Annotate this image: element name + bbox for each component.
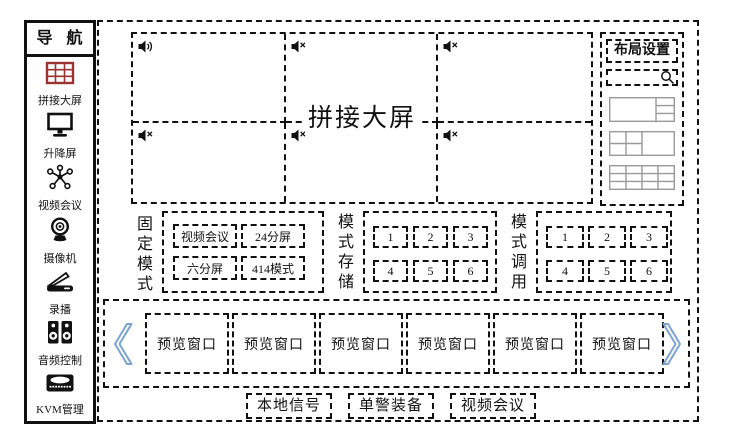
preview-window-4[interactable]: 预览窗口: [406, 313, 490, 374]
mode-recall-button-3[interactable]: 3: [630, 226, 668, 248]
sidebar-item-camera[interactable]: 摄像机: [44, 217, 77, 266]
volume-on-icon[interactable]: [138, 40, 154, 53]
sidebar-item-video-wall[interactable]: 拼接大屏: [38, 61, 82, 108]
lift-screen-icon: [45, 112, 75, 143]
sidebar-item-lift-screen[interactable]: 升降屏: [44, 112, 77, 161]
mode-recall-button-1[interactable]: 1: [546, 226, 584, 248]
mode-recall-button-5[interactable]: 5: [588, 260, 626, 282]
layout-thumbnail-full-grid[interactable]: [608, 164, 675, 191]
layout-search-box[interactable]: [606, 69, 678, 86]
preview-window-2[interactable]: 预览窗口: [232, 313, 316, 374]
scroll-left-chevron-icon[interactable]: [112, 322, 134, 366]
mode-recall-button-6[interactable]: 6: [630, 260, 668, 282]
tab-local-signal[interactable]: 本地信号: [246, 393, 332, 419]
sidebar-item-label: 升降屏: [43, 147, 77, 160]
fixed-mode-button-6-split[interactable]: 六分屏: [173, 256, 237, 280]
preview-window-6[interactable]: 预览窗口: [580, 313, 664, 374]
preview-window-3[interactable]: 预览窗口: [319, 313, 403, 374]
sidebar-item-label: 拼接大屏: [38, 94, 82, 107]
wall-cell-6[interactable]: [438, 123, 591, 202]
sidebar-item-label: 音频控制: [38, 355, 82, 368]
mode-store-button-1[interactable]: 1: [373, 226, 408, 248]
wall-cell-5[interactable]: [286, 123, 439, 202]
mode-store-button-5[interactable]: 5: [413, 260, 448, 282]
layout-thumbnail-grid-left[interactable]: [608, 130, 675, 157]
layout-thumbnails: [602, 96, 682, 191]
layout-settings-title: 布局设置: [606, 39, 678, 63]
sidebar-item-video-conference[interactable]: 视频会议: [38, 164, 82, 213]
scroll-right-chevron-icon[interactable]: [661, 322, 683, 366]
video-wall-grid-icon: [45, 61, 75, 90]
mode-store-button-2[interactable]: 2: [413, 226, 448, 248]
preview-window-1[interactable]: 预览窗口: [145, 313, 229, 374]
mode-store-label: 模式存储: [335, 213, 352, 293]
mode-store-button-6[interactable]: 6: [453, 260, 488, 282]
sidebar-item-audio-control[interactable]: 音频控制: [38, 320, 82, 368]
preview-strip: 预览窗口 预览窗口 预览窗口 预览窗口 预览窗口 预览窗口: [103, 299, 690, 388]
sidebar-nav: 导 航 拼接大屏: [24, 20, 96, 424]
wall-cell-1[interactable]: [133, 34, 286, 124]
fixed-mode-group: 视频会议 24分屏 六分屏 414模式: [162, 211, 324, 293]
sidebar-item-label: KVM管理: [36, 404, 84, 417]
wall-cell-3[interactable]: [438, 34, 591, 124]
layout-thumbnail-big-left[interactable]: [608, 96, 675, 123]
mode-store-button-3[interactable]: 3: [453, 226, 488, 248]
video-wall-grid: 拼接大屏: [131, 32, 593, 204]
audio-control-icon: [45, 320, 75, 350]
fixed-mode-button-24-split[interactable]: 24分屏: [241, 224, 305, 248]
mode-recall-label: 模式调用: [508, 213, 525, 293]
volume-muted-icon[interactable]: [138, 129, 154, 142]
mode-recall-button-4[interactable]: 4: [546, 260, 584, 282]
volume-muted-icon[interactable]: [291, 40, 307, 53]
mode-recall-button-2[interactable]: 2: [588, 226, 626, 248]
tab-video-conference[interactable]: 视频会议: [450, 393, 536, 419]
mode-recall-group: 1 2 3 4 5 6: [536, 211, 672, 293]
sidebar-item-label: 录播: [49, 303, 71, 316]
kvm-keyboard-icon: [45, 372, 75, 399]
sidebar-items: 拼接大屏 升降屏: [27, 57, 93, 421]
fixed-mode-label: 固定模式: [134, 215, 151, 295]
volume-muted-icon[interactable]: [443, 129, 459, 142]
sidebar-item-kvm[interactable]: KVM管理: [36, 372, 84, 417]
volume-muted-icon[interactable]: [291, 129, 307, 142]
volume-muted-icon[interactable]: [443, 40, 459, 53]
sidebar-title: 导 航: [27, 23, 93, 57]
recording-icon: [45, 270, 75, 299]
tab-police-equipment[interactable]: 单警装备: [348, 393, 434, 419]
fixed-mode-button-414[interactable]: 414模式: [241, 256, 305, 280]
sidebar-item-label: 视频会议: [38, 200, 82, 213]
layout-search-input[interactable]: [609, 71, 665, 84]
wall-cell-4[interactable]: [133, 123, 286, 202]
search-magnifier-icon: [660, 70, 675, 85]
preview-window-5[interactable]: 预览窗口: [493, 313, 577, 374]
video-wall-title: 拼接大屏: [304, 97, 420, 134]
main-panel-border: [97, 20, 699, 422]
layout-settings-panel: 布局设置: [600, 32, 684, 206]
video-conference-icon: [45, 164, 75, 195]
sidebar-item-label: 摄像机: [43, 252, 77, 265]
mode-store-group: 1 2 3 4 5 6: [363, 211, 497, 293]
fixed-mode-button-video-conference[interactable]: 视频会议: [173, 224, 237, 248]
camera-icon: [45, 217, 75, 248]
mode-store-button-4[interactable]: 4: [373, 260, 408, 282]
sidebar-item-recording[interactable]: 录播: [45, 270, 75, 317]
